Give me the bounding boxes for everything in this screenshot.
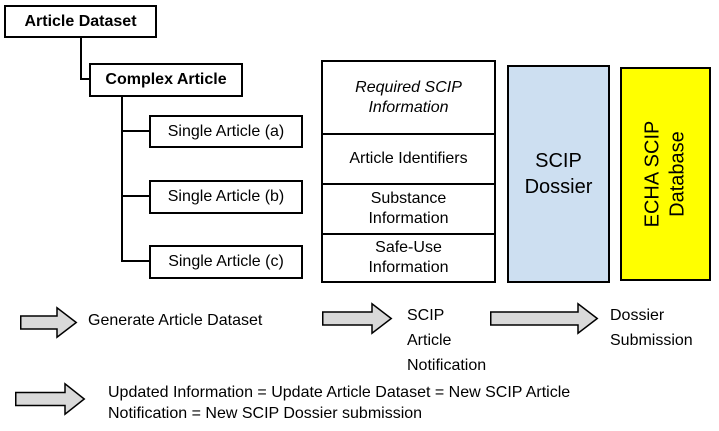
info-table-row-article-identifiers: Article Identifiers [323, 135, 494, 185]
notification-arrow-icon [322, 302, 393, 335]
generate-arrow-icon [20, 306, 78, 339]
update-note-text: Updated Information = Update Article Dat… [108, 384, 571, 422]
single-article-a-box: Single Article (a) [149, 115, 303, 148]
connector-complex-trunk [121, 97, 123, 262]
connector-dataset-to-complex-vertical [80, 38, 82, 80]
info-table-header: Required SCIP Information [323, 62, 494, 135]
connector-dataset-to-complex-horizontal [80, 78, 90, 80]
connector-branch-b [121, 195, 149, 197]
submission-arrow-icon [490, 302, 599, 335]
block-arrow-shape [15, 382, 86, 416]
article-dataset-label: Article Dataset [24, 12, 137, 30]
single-article-c-label: Single Article (c) [168, 253, 284, 270]
complex-article-label: Complex Article [105, 71, 227, 88]
single-article-a-label: Single Article (a) [167, 122, 285, 140]
info-table-row-substance-information: Substance Information [323, 185, 494, 235]
update-arrow-icon [15, 382, 86, 416]
connector-branch-a [121, 130, 149, 132]
single-article-b-box: Single Article (b) [149, 180, 303, 214]
info-table-row-safe-use-information: Safe-Use Information [368, 239, 449, 276]
block-arrow-shape [322, 302, 393, 335]
connector-branch-c [121, 260, 149, 262]
notification-arrow-label: SCIP Article Notification [407, 307, 487, 374]
generate-arrow-label: Generate Article Dataset [88, 312, 263, 329]
block-arrow-shape [20, 306, 78, 339]
required-scip-info-table: Required SCIP Information Article Identi… [321, 60, 496, 283]
echa-scip-database-label: ECHA SCIP Database [641, 120, 689, 228]
scip-dossier-label: SCIP Dossier [524, 150, 593, 198]
submission-arrow-label: Dossier Submission [610, 307, 693, 349]
article-dataset-box: Article Dataset [4, 5, 157, 38]
scip-dossier-box: SCIP Dossier [507, 65, 610, 283]
single-article-b-label: Single Article (b) [167, 188, 285, 205]
complex-article-box: Complex Article [89, 63, 243, 97]
block-arrow-shape [490, 302, 599, 335]
single-article-c-box: Single Article (c) [149, 245, 303, 279]
echa-scip-database-box: ECHA SCIP Database [620, 67, 711, 281]
